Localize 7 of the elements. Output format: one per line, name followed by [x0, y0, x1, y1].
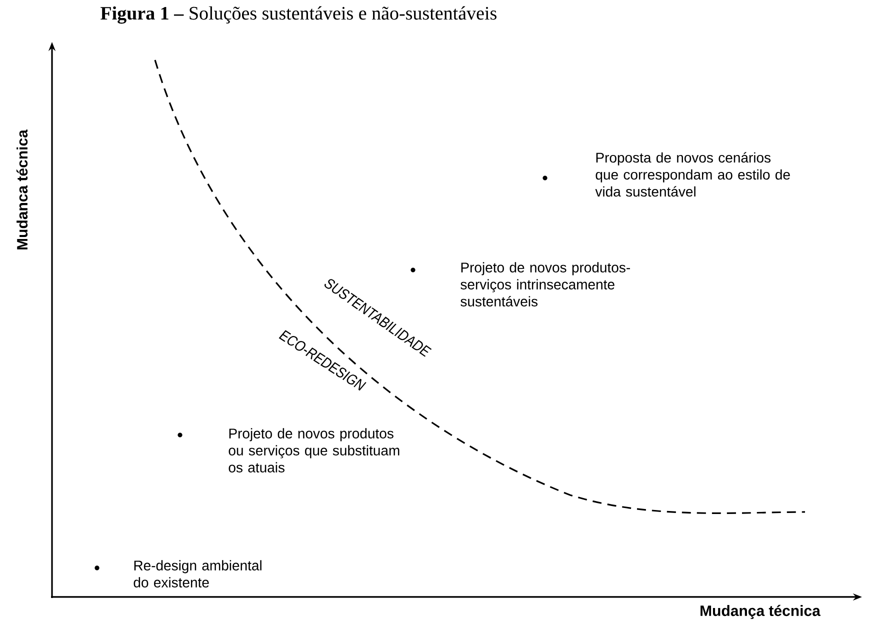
axis-label: Mudança técnica [700, 604, 821, 620]
figure-title: Figura 1 – Soluções sustentáveis e não-sustentáveis [100, 6, 496, 24]
bullet-text: Re-design ambiental do existente [134, 560, 262, 588]
bullet-text: Projeto de novos produtos-serviços intrinsecamente sustentáveis [460, 262, 630, 306]
bullet-text: Projeto de novos produtos ou serviços que substituam os atuais [228, 428, 400, 472]
axis-label: Mudanca técnica [16, 129, 28, 250]
bullet-text: Proposta de novos cenários que correspondam ao estilo de vida sustentável [595, 152, 790, 197]
